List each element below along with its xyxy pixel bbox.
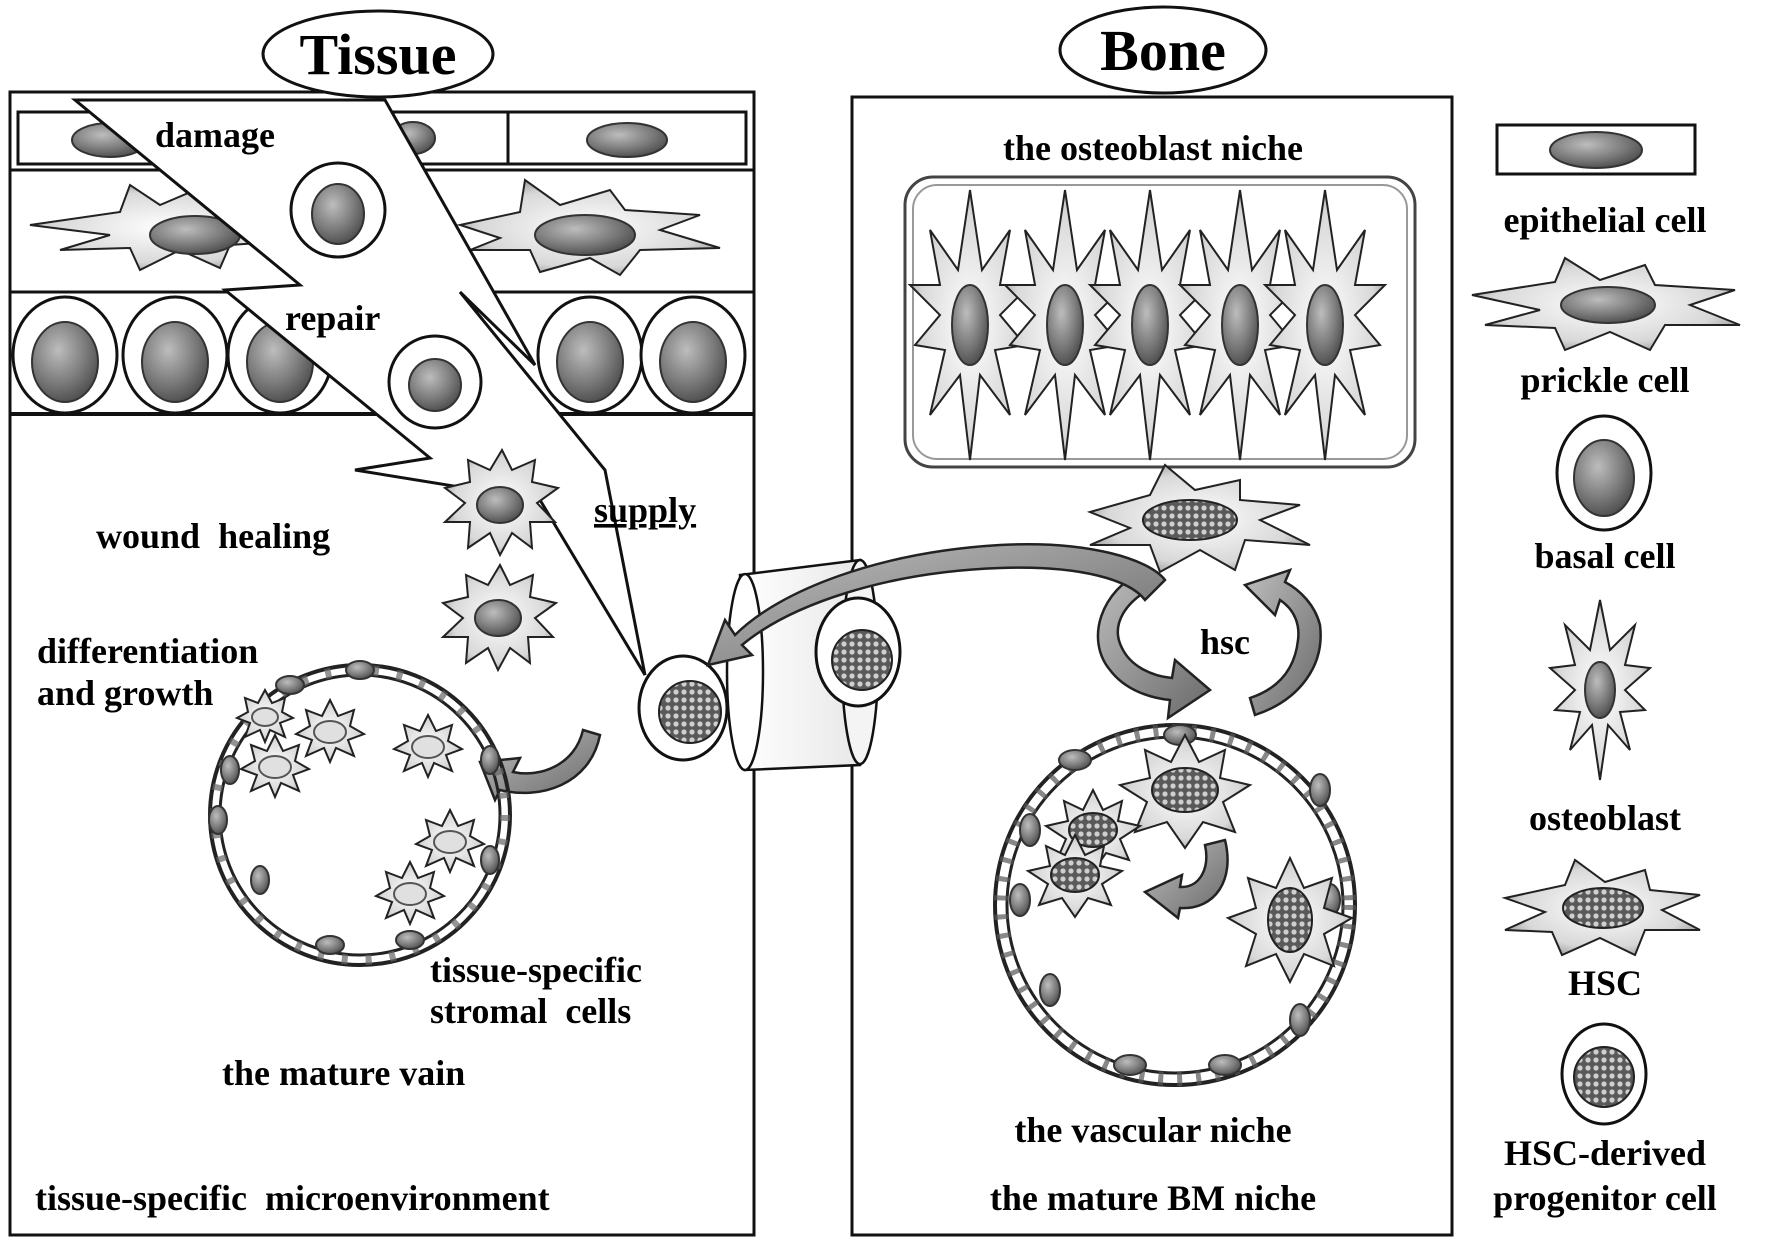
stromal-cell bbox=[442, 447, 561, 558]
hsc-cycle-arrow-left bbox=[1096, 568, 1213, 721]
tissue-panel: damage repair supply wound healing diffe… bbox=[8, 90, 756, 1237]
osteoblast-cell bbox=[1262, 189, 1388, 461]
legend-label-hsc: HSC bbox=[1568, 963, 1642, 1003]
repair-label: repair bbox=[285, 298, 380, 338]
microenvironment-label: tissue-specific microenvironment bbox=[35, 1178, 550, 1218]
migrating-basal-cell bbox=[387, 334, 483, 430]
legend-label-prickle-cell: prickle cell bbox=[1521, 360, 1690, 400]
mature-bm-niche-label: the mature BM niche bbox=[990, 1178, 1316, 1218]
vessel-stromal-cells bbox=[234, 687, 487, 927]
migrating-basal-cell bbox=[289, 161, 387, 259]
legend: epithelial cell prickle cell basal cell … bbox=[1471, 123, 1741, 1218]
mature-vain-label: the mature vain bbox=[222, 1053, 465, 1093]
legend-label-osteoblast: osteoblast bbox=[1529, 798, 1681, 838]
osteoblast-niche-label: the osteoblast niche bbox=[1003, 128, 1303, 168]
tissue-title-text: Tissue bbox=[300, 22, 457, 87]
niche-hsc-cell bbox=[1086, 463, 1311, 574]
differentiation-label-line1: differentiation bbox=[37, 631, 258, 671]
legend-label-hsc-progenitor-line1: HSC-derived bbox=[1504, 1133, 1706, 1173]
hsc-progenitor-cell bbox=[637, 654, 729, 762]
osteoblast-icon bbox=[1547, 599, 1653, 781]
mature-vein bbox=[208, 660, 512, 967]
hsc-progenitor-cell bbox=[814, 596, 902, 708]
osteoblast-cell bbox=[1002, 189, 1128, 461]
vascular-niche-label: the vascular niche bbox=[1014, 1110, 1291, 1150]
differentiation-label-line2: and growth bbox=[37, 673, 213, 713]
tissue-title: Tissue bbox=[261, 9, 495, 99]
legend-item-osteoblast: osteoblast bbox=[1529, 599, 1681, 838]
osteoblast-cell bbox=[1087, 189, 1213, 461]
legend-item-hsc-progenitor: HSC-derived progenitor cell bbox=[1493, 1022, 1717, 1218]
damage-label: damage bbox=[155, 115, 275, 155]
legend-item-hsc: HSC bbox=[1501, 858, 1701, 1003]
legend-item-epithelial-cell: epithelial cell bbox=[1495, 123, 1707, 240]
stromal-cell bbox=[440, 562, 559, 673]
legend-item-basal-cell: basal cell bbox=[1535, 414, 1676, 576]
bone-to-tissue-arrow bbox=[706, 543, 1167, 667]
supply-label: supply bbox=[594, 490, 696, 530]
bone-title: Bone bbox=[1058, 5, 1268, 95]
damage-lightning-bolt bbox=[70, 98, 647, 676]
vascular-hsc-arrow bbox=[1142, 838, 1229, 921]
osteoblast-row bbox=[907, 189, 1388, 461]
vascular-hsc-cell bbox=[1225, 855, 1355, 985]
legend-label-hsc-progenitor-line2: progenitor cell bbox=[1493, 1178, 1717, 1218]
bone-panel: the osteoblast niche bbox=[850, 95, 1454, 1237]
wound-healing-label: wound healing bbox=[96, 516, 330, 556]
stromal-cells-label-line2: stromal cells bbox=[430, 991, 631, 1031]
legend-label-basal-cell: basal cell bbox=[1535, 536, 1676, 576]
vascular-hsc-cell bbox=[1025, 832, 1125, 919]
hsc-cycle-label: hsc bbox=[1200, 622, 1250, 662]
bone-title-text: Bone bbox=[1100, 18, 1226, 83]
vascular-hsc-cell bbox=[1117, 732, 1253, 850]
hsc-cycle-arrow-right bbox=[1242, 567, 1322, 717]
legend-label-epithelial-cell: epithelial cell bbox=[1504, 200, 1707, 240]
differentiation-arrow bbox=[478, 728, 602, 804]
stromal-cells-label-line1: tissue-specific bbox=[430, 950, 642, 990]
legend-item-prickle-cell: prickle cell bbox=[1471, 256, 1741, 400]
osteoblast-cell bbox=[1177, 189, 1303, 461]
